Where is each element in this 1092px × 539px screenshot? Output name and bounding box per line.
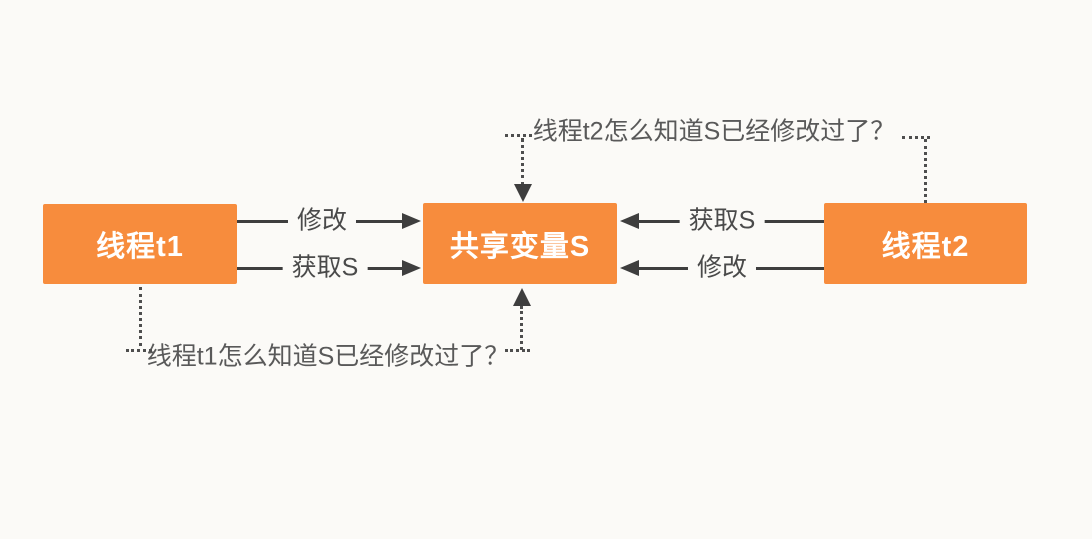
edge-label-t2-modify: 修改 — [687, 255, 757, 281]
top-right-dotted-vertical — [924, 139, 927, 203]
edge-label-t1-get: 获取S — [282, 255, 368, 281]
arrowhead-t1-get — [402, 260, 421, 276]
arrowhead-t1-modify — [402, 213, 421, 229]
edge-label-t1-modify: 修改 — [287, 208, 357, 234]
arrowhead-up-into-shared-variable — [513, 288, 531, 306]
arrowhead-down-into-shared-variable — [514, 184, 532, 202]
annotation-bottom-question: 线程t1怎么知道S已经修改过了？ — [146, 342, 510, 371]
node-thread-t2: 线程t2 — [824, 203, 1027, 284]
arrowhead-t2-get — [620, 213, 639, 229]
top-left-dotted-horizontal — [505, 134, 532, 137]
bottom-left-dotted-vertical — [139, 287, 142, 346]
bottom-right-dotted-horizontal — [505, 349, 530, 352]
bottom-left-dotted-horizontal — [126, 349, 152, 352]
top-right-dotted-horizontal — [902, 136, 930, 139]
node-shared-variable-s: 共享变量S — [423, 203, 617, 284]
annotation-top-question: 线程t2怎么知道S已经修改过了？ — [532, 117, 896, 146]
node-thread-t1: 线程t1 — [43, 204, 237, 284]
top-left-dotted-vertical — [521, 138, 524, 186]
arrowhead-t2-modify — [620, 260, 639, 276]
bottom-right-dotted-vertical — [520, 306, 523, 350]
edge-label-t2-get: 获取S — [679, 208, 765, 234]
